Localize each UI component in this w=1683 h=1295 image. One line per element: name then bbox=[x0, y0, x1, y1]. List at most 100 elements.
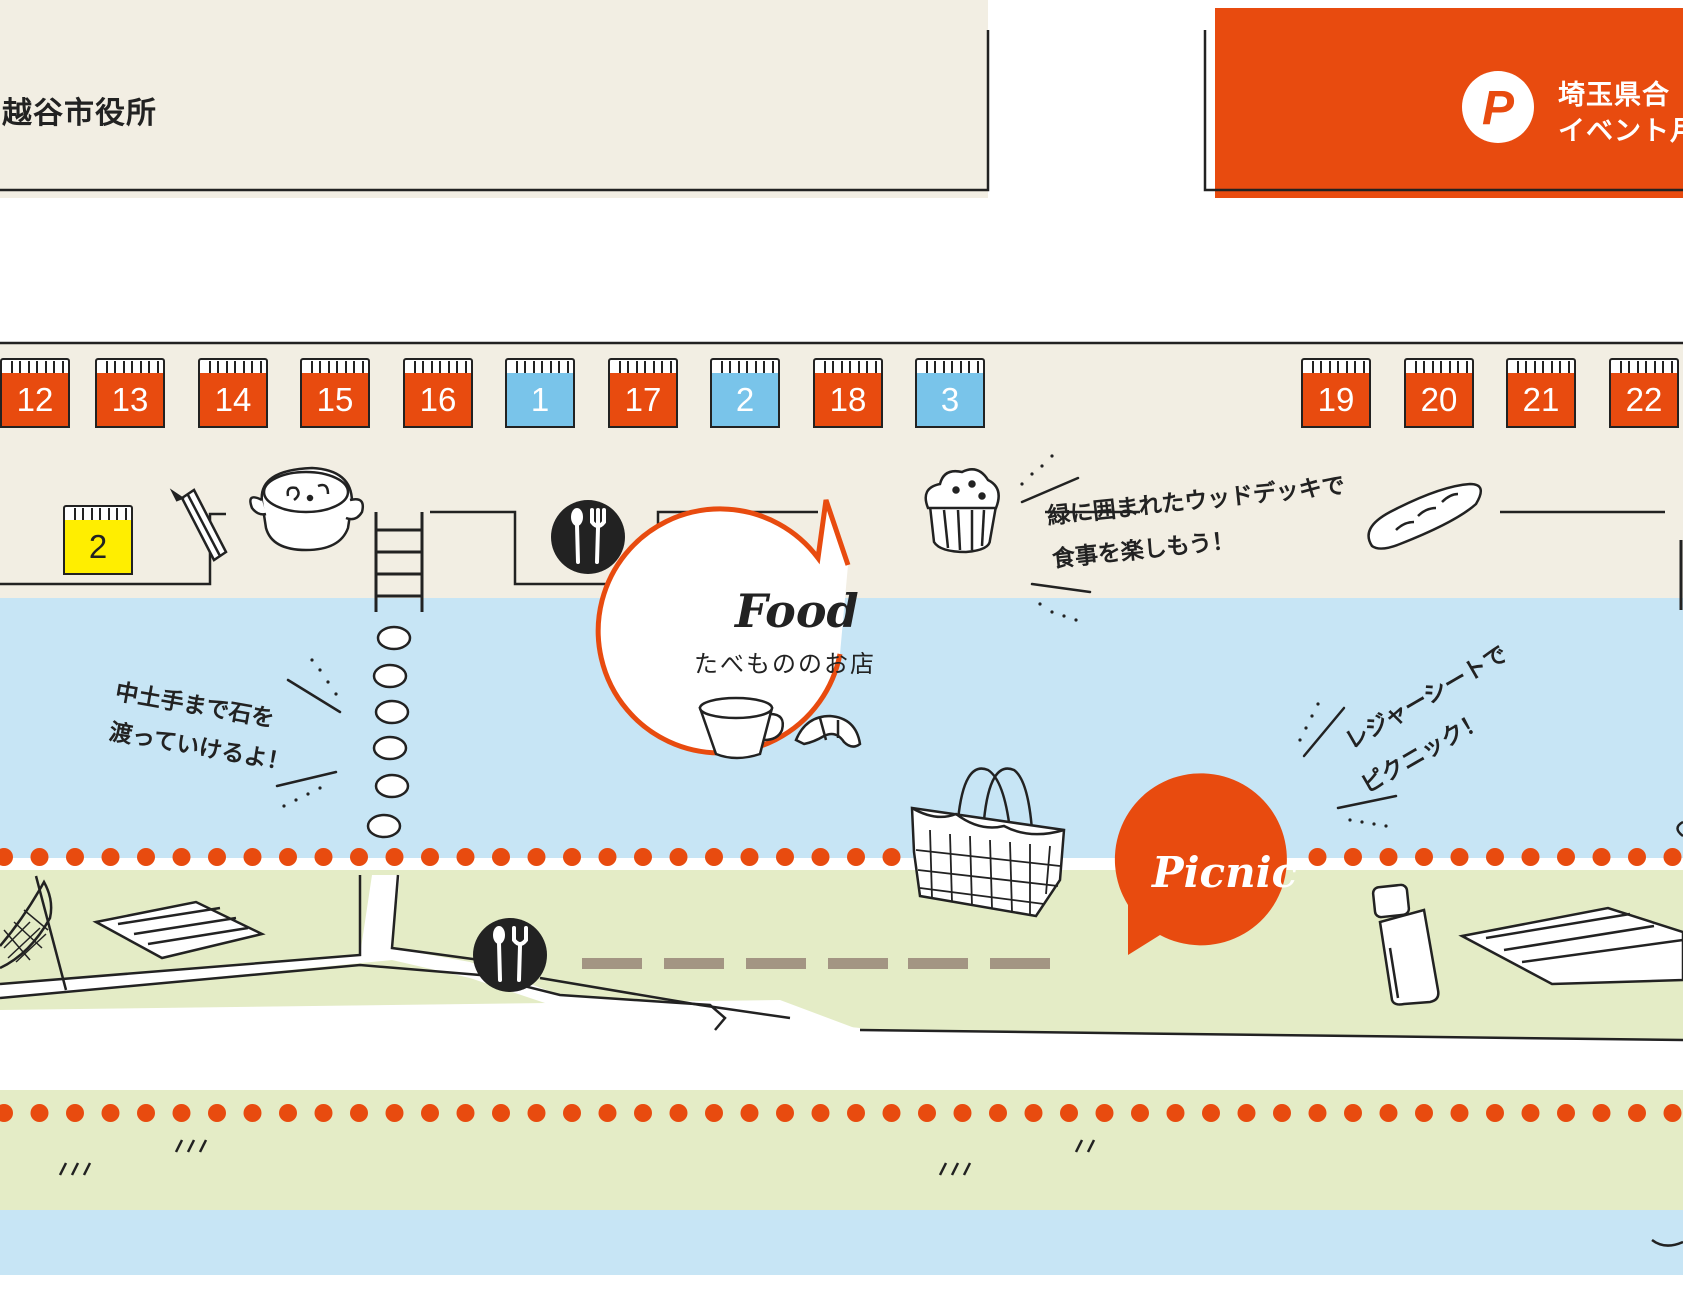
city-hall-outline bbox=[0, 30, 990, 192]
boundary-dot bbox=[527, 848, 546, 866]
boundary-dot bbox=[30, 848, 49, 866]
grass-tufts bbox=[58, 1139, 1096, 1176]
boundary-dot bbox=[314, 1104, 333, 1122]
boundary-dot bbox=[1557, 848, 1575, 866]
boundary-dot bbox=[527, 1104, 546, 1122]
parking-label-line2: イベント月 bbox=[1558, 116, 1683, 147]
river-right-edge-mark bbox=[1676, 820, 1683, 838]
boundary-dot bbox=[847, 848, 865, 866]
boundary-dot bbox=[1166, 1104, 1185, 1122]
boundary-dot bbox=[953, 1104, 972, 1122]
boundary-dot bbox=[208, 1104, 226, 1122]
boundary-dot bbox=[279, 848, 297, 866]
boundary-dot bbox=[1060, 1104, 1078, 1122]
boundary-dot bbox=[1308, 848, 1327, 866]
path-edge-3 bbox=[0, 963, 727, 1031]
muffin-icon bbox=[924, 468, 1000, 554]
boundary-dot bbox=[1663, 1104, 1682, 1122]
booth-marker[interactable]: 14 bbox=[198, 358, 268, 428]
booth-marker[interactable]: 1 bbox=[505, 358, 575, 428]
boundary-dot bbox=[705, 1104, 723, 1122]
boundary-dot bbox=[101, 1104, 120, 1122]
boundary-dot bbox=[669, 1104, 688, 1122]
cup-icon bbox=[698, 696, 784, 760]
booth-marker[interactable]: 12 bbox=[0, 358, 70, 428]
boundary-dot bbox=[172, 1104, 191, 1122]
stepping-stones-icon bbox=[366, 625, 412, 839]
pencil-icon bbox=[169, 488, 228, 562]
boundary-dot bbox=[66, 1104, 84, 1122]
booth-marker[interactable]: 16 bbox=[403, 358, 473, 428]
boundary-dot bbox=[385, 848, 404, 866]
city-hall-building bbox=[0, 0, 988, 198]
boundary-dot bbox=[314, 848, 333, 866]
walking-path bbox=[0, 875, 860, 1038]
dashed-trail bbox=[582, 958, 1050, 969]
booth-marker[interactable]: 21 bbox=[1506, 358, 1576, 428]
boundary-dot bbox=[1379, 1104, 1398, 1122]
booth-marker-yellow[interactable]: 2 bbox=[63, 505, 133, 575]
boundary-dot bbox=[137, 1104, 155, 1122]
boundary-dot bbox=[882, 1104, 901, 1122]
booth-number: 13 bbox=[95, 373, 165, 428]
booth-marker[interactable]: 18 bbox=[813, 358, 883, 428]
cutlery-icon-bank bbox=[473, 918, 547, 992]
boundary-dot bbox=[1415, 848, 1433, 866]
boundary-dot bbox=[1450, 848, 1469, 866]
food-bubble-subtitle: たべもののお店 bbox=[694, 650, 876, 678]
boundary-dot bbox=[1521, 1104, 1540, 1122]
boundary-dot bbox=[279, 1104, 297, 1122]
boundary-dot bbox=[1095, 1104, 1114, 1122]
boundary-dot bbox=[1415, 1104, 1433, 1122]
boundary-dot bbox=[740, 1104, 759, 1122]
booth-marker[interactable]: 13 bbox=[95, 358, 165, 428]
path-edge-1 bbox=[0, 875, 362, 986]
parking-outline bbox=[1203, 30, 1683, 192]
boundary-dot bbox=[1131, 1104, 1149, 1122]
picnic-bubble-title: Picnic bbox=[1152, 848, 1298, 897]
boundary-dot bbox=[1202, 1104, 1220, 1122]
boundary-dot bbox=[598, 1104, 617, 1122]
booth-number: 14 bbox=[198, 373, 268, 428]
boundary-dot bbox=[1024, 1104, 1043, 1122]
boundary-dot bbox=[1344, 848, 1362, 866]
boundary-dot bbox=[137, 848, 155, 866]
boundary-dot bbox=[1592, 1104, 1611, 1122]
booth-marker[interactable]: 19 bbox=[1301, 358, 1371, 428]
path-edge-2 bbox=[390, 874, 481, 962]
booth-number: 19 bbox=[1301, 373, 1371, 428]
bottle-icon bbox=[1371, 883, 1440, 1006]
boundary-dot bbox=[1379, 848, 1398, 866]
parking-icon bbox=[1462, 71, 1534, 143]
boundary-dot bbox=[847, 1104, 865, 1122]
booth-number: 2 bbox=[63, 520, 133, 575]
booth-marker[interactable]: 3 bbox=[915, 358, 985, 428]
booth-marker[interactable]: 17 bbox=[608, 358, 678, 428]
boundary-dot bbox=[1486, 1104, 1504, 1122]
boundary-dot bbox=[243, 1104, 262, 1122]
booth-marker[interactable]: 22 bbox=[1609, 358, 1679, 428]
boundary-dot bbox=[918, 1104, 936, 1122]
boundary-dot bbox=[243, 848, 262, 866]
croissant-icon bbox=[794, 714, 862, 748]
boundary-dot bbox=[1486, 848, 1504, 866]
parking-icon-letter: P bbox=[1482, 82, 1515, 135]
booth-number: 12 bbox=[0, 373, 70, 428]
boundary-dot bbox=[66, 848, 84, 866]
boundary-dot bbox=[1592, 848, 1611, 866]
boundary-dot bbox=[1450, 1104, 1469, 1122]
dotted-boundary-lower bbox=[0, 1104, 1682, 1122]
food-bubble bbox=[595, 499, 851, 756]
booth-number: 17 bbox=[608, 373, 678, 428]
boundary-dot bbox=[989, 1104, 1007, 1122]
booth-marker[interactable]: 2 bbox=[710, 358, 780, 428]
boundary-dot bbox=[421, 848, 439, 866]
boundary-dot bbox=[1237, 1104, 1256, 1122]
booth-number: 20 bbox=[1404, 373, 1474, 428]
boundary-dot bbox=[172, 848, 191, 866]
blanket-icon bbox=[92, 900, 266, 960]
boundary-dot bbox=[101, 848, 120, 866]
booth-marker[interactable]: 15 bbox=[300, 358, 370, 428]
booth-marker[interactable]: 20 bbox=[1404, 358, 1474, 428]
basket-icon bbox=[910, 767, 1066, 918]
